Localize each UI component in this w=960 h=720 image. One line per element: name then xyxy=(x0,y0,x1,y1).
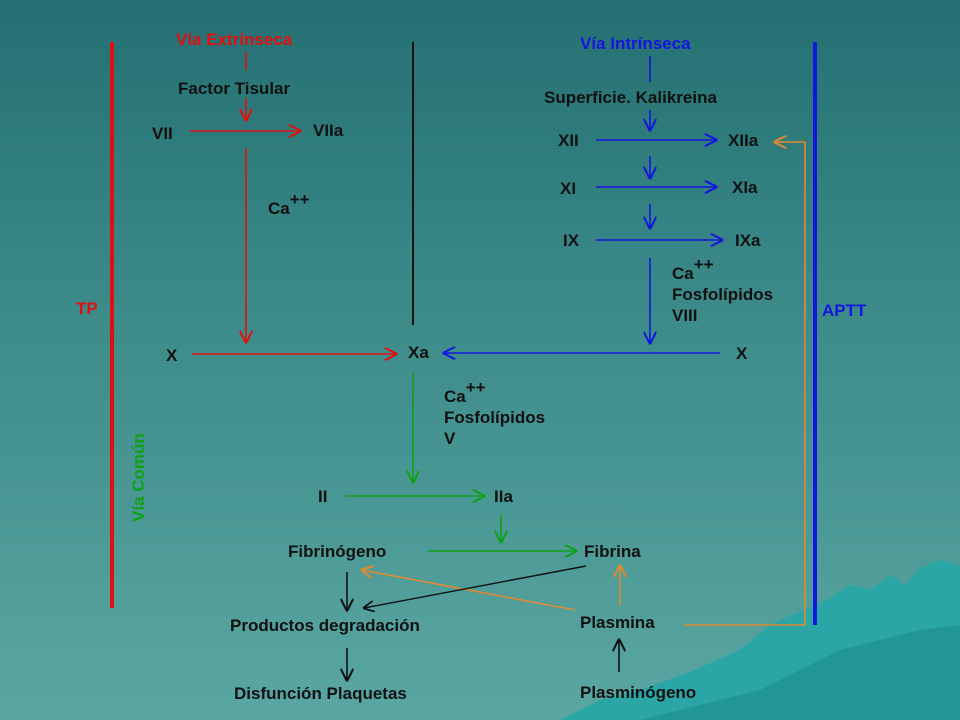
fibrinogeno-label: Fibrinógeno xyxy=(288,542,387,561)
plasmina-label: Plasmina xyxy=(580,613,655,632)
factor-x-right-label: X xyxy=(736,344,748,363)
factor-ix-label: IX xyxy=(563,231,580,250)
decorative-rock-shadow xyxy=(640,625,960,720)
factor-iia-label: IIa xyxy=(494,487,513,506)
factor-viia-label: VIIa xyxy=(313,121,344,140)
productos-degradacion-label: Productos degradación xyxy=(230,616,420,635)
factor-xii-label: XII xyxy=(558,131,579,150)
intrinsic-cofactors-label: Ca++ Fosfolípidos VIII xyxy=(672,255,774,325)
arrow-plasmina-to-fibrinogeno xyxy=(362,570,576,611)
common-cofactors-label: Ca++ Fosfolípidos V xyxy=(444,378,546,448)
factor-xia-label: XIa xyxy=(732,178,758,197)
disfuncion-plaquetas-label: Disfunción Plaquetas xyxy=(234,684,407,703)
factor-x-left-label: X xyxy=(166,346,178,365)
aptt-label: APTT xyxy=(822,301,867,320)
fibrina-label: Fibrina xyxy=(584,542,641,561)
factor-tisular-label: Factor Tisular xyxy=(178,79,291,98)
superficie-kalikreina-label: Superficie. Kalikreina xyxy=(544,88,717,107)
factor-ii-label: II xyxy=(318,487,328,506)
factor-xa-label: Xa xyxy=(408,343,429,362)
factor-xi-label: XI xyxy=(560,179,577,198)
arrow-plasmina-to-xiia xyxy=(684,142,806,626)
arrow-fibrina-to-productos xyxy=(364,565,587,608)
plasminogeno-label: Plasminógeno xyxy=(580,683,697,702)
extrinsic-pathway-label: Vía Extrínseca xyxy=(176,30,293,49)
calcium-label-extrinsic: Ca++ xyxy=(268,190,310,218)
factor-xiia-label: XIIa xyxy=(728,131,759,150)
intrinsic-pathway-label: Vía Intrínseca xyxy=(580,34,691,53)
tp-label: TP xyxy=(76,299,98,318)
common-pathway-label: Vía Común xyxy=(129,433,148,522)
factor-vii-label: VII xyxy=(152,124,173,143)
factor-ixa-label: IXa xyxy=(735,231,761,250)
